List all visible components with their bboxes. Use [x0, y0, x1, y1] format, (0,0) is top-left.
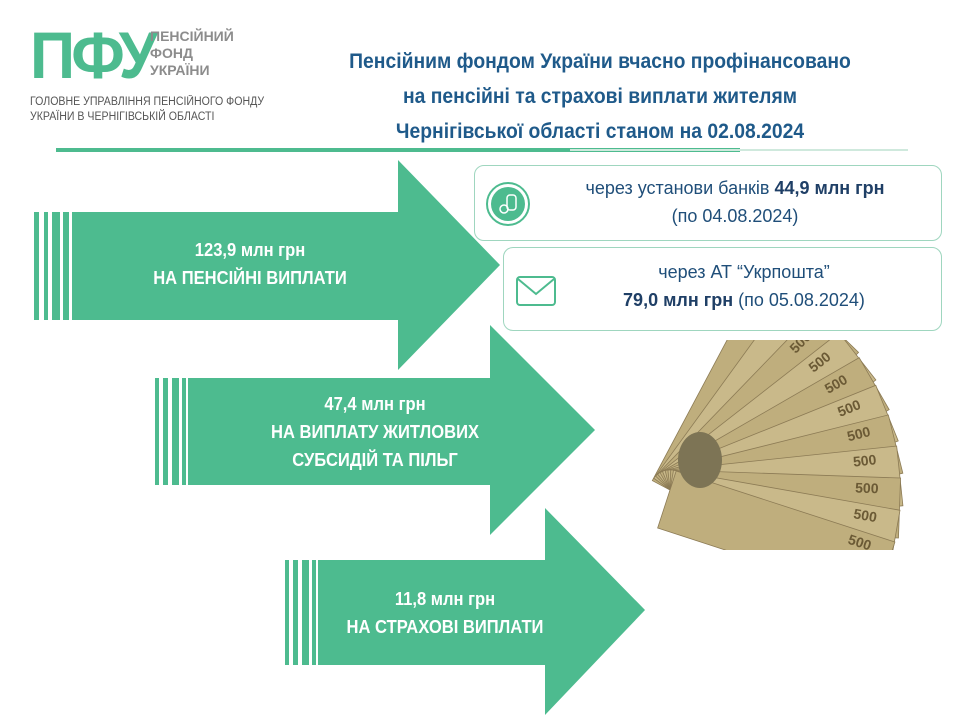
amount: 123,9 млн грн: [194, 240, 306, 260]
page-title: Пенсійним фондом України вчасно профінан…: [306, 44, 895, 149]
channel-post: через АТ “Укрпошта” 79,0 млн грн (по 05.…: [503, 247, 942, 331]
arrow-stripe: [172, 378, 179, 485]
channel-amount: 44,9 млн грн: [774, 178, 885, 198]
amount: 47,4 млн грн: [324, 394, 426, 414]
arrow-stripe: [163, 378, 168, 485]
logo-line: ПЕНСІЙНИЙ: [150, 28, 234, 44]
arrow-stripe: [293, 560, 298, 665]
label: СУБСИДІЙ ТА ПІЛЬГ: [292, 450, 458, 470]
arrow-stripe: [182, 378, 186, 485]
banknote-denomination: 500: [855, 479, 879, 496]
channel-date: (по 04.08.2024): [671, 206, 799, 226]
banknote-denomination: 500: [845, 423, 872, 444]
banknote-portrait: [678, 432, 722, 488]
arrow-stripe: [302, 560, 309, 665]
channel-banks: через установи банків 44,9 млн грн (по 0…: [474, 165, 942, 241]
arrow-subsidies: [188, 325, 595, 535]
amount: 11,8 млн грн: [394, 589, 496, 609]
arrow-stripe: [44, 212, 48, 320]
arrow-stripe: [312, 560, 316, 665]
banknote-denomination: 500: [846, 531, 873, 550]
envelope-icon: [516, 276, 556, 306]
arrow-pension-text: 123,9 млн грн НА ПЕНСІЙНІ ВИПЛАТИ: [112, 236, 388, 292]
channel-amount: 79,0 млн грн: [623, 290, 734, 310]
arrow-pension: [72, 160, 500, 370]
channel-date: (по 05.08.2024): [738, 290, 865, 310]
arrow-stripe: [34, 212, 39, 320]
banknote-denomination: 500: [852, 505, 878, 525]
coins-icon: [486, 182, 530, 226]
arrow-subsidies-text: 47,4 млн грн НА ВИПЛАТУ ЖИТЛОВИХ СУБСИДІ…: [223, 390, 527, 474]
channel-text: через установи банків: [585, 178, 770, 198]
label: НА СТРАХОВІ ВИПЛАТИ: [346, 617, 544, 637]
org-line: ГОЛОВНЕ УПРАВЛІННЯ ПЕНСІЙНОГО ФОНДУ: [30, 96, 265, 108]
banknote-denomination: 500: [852, 451, 877, 469]
banknotes-image: 500500500500500500500500500500500: [651, 340, 904, 550]
logo-line: ФОНД: [150, 45, 193, 61]
channel-text: через АТ “Укрпошта”: [658, 262, 830, 282]
title-line: Чернігівської області станом на 02.08.20…: [395, 120, 805, 143]
title-line: Пенсійним фондом України вчасно профінан…: [349, 50, 851, 73]
logo-mark: ПФУ: [30, 18, 158, 92]
arrow-stripe: [285, 560, 289, 665]
organization-name: ГОЛОВНЕ УПРАВЛІННЯ ПЕНСІЙНОГО ФОНДУ УКРА…: [30, 95, 264, 125]
label: НА ВИПЛАТУ ЖИТЛОВИХ: [270, 422, 480, 442]
banknote: 500: [657, 470, 896, 550]
label: НА ПЕНСІЙНІ ВИПЛАТИ: [153, 268, 347, 288]
logo-text: ПЕНСІЙНИЙ ФОНД УКРАЇНИ: [150, 28, 234, 79]
title-line: на пенсійні та страхові виплати жителям: [402, 85, 798, 108]
org-line: УКРАЇНИ В ЧЕРНІГІВСЬКІЙ ОБЛАСТІ: [30, 111, 215, 123]
title-underline: [56, 148, 740, 152]
arrow-stripe: [155, 378, 159, 485]
arrow-stripe: [63, 212, 69, 320]
logo-line: УКРАЇНИ: [150, 62, 210, 78]
arrow-insurance-text: 11,8 млн грн НА СТРАХОВІ ВИПЛАТИ: [330, 585, 560, 641]
arrow-insurance: [318, 508, 645, 715]
title-underline-thin: [570, 149, 908, 151]
arrow-stripe: [52, 212, 60, 320]
